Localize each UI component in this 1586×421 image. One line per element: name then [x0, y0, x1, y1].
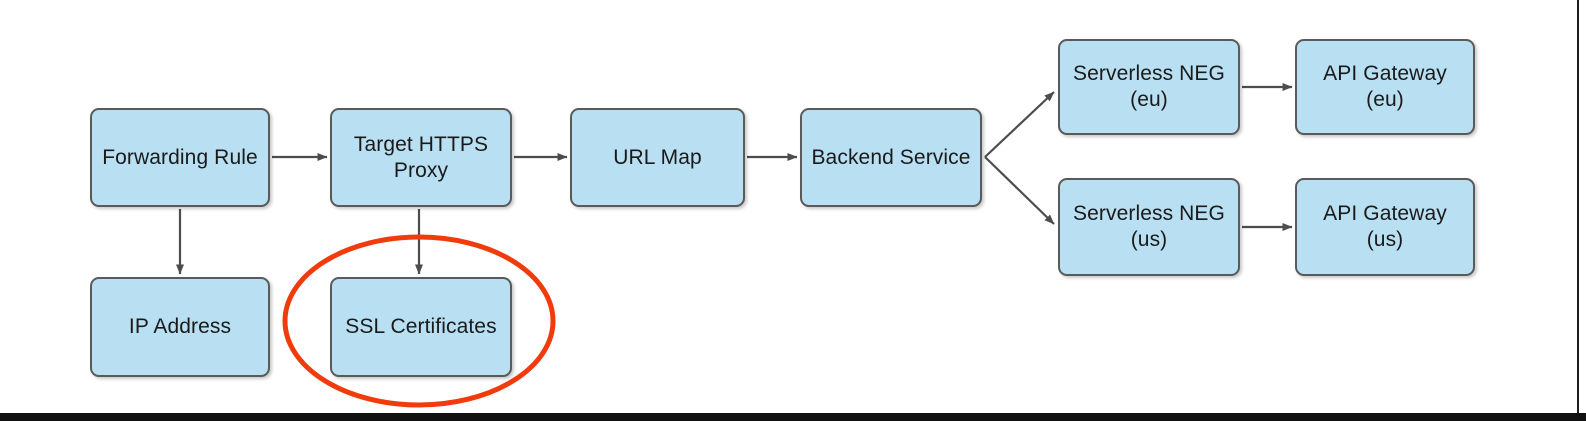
- node-api-gateway-eu[interactable]: API Gateway (eu): [1295, 39, 1475, 135]
- edge-backend-to-neg-eu: [984, 91, 1055, 158]
- node-backend-service[interactable]: Backend Service: [800, 108, 982, 207]
- node-url-map[interactable]: URL Map: [570, 108, 745, 207]
- node-serverless-neg-eu[interactable]: Serverless NEG (eu): [1058, 39, 1240, 135]
- node-label: API Gateway (us): [1323, 202, 1447, 251]
- node-target-https-proxy[interactable]: Target HTTPS Proxy: [330, 108, 512, 207]
- node-label: SSL Certificates: [345, 315, 497, 339]
- edge-backend-to-neg-us: [984, 156, 1055, 225]
- node-label: URL Map: [613, 145, 702, 169]
- node-forwarding-rule[interactable]: Forwarding Rule: [90, 108, 270, 207]
- node-label: Backend Service: [811, 145, 971, 169]
- node-ip-address[interactable]: IP Address: [90, 277, 270, 377]
- node-serverless-neg-us[interactable]: Serverless NEG (us): [1058, 178, 1240, 276]
- node-label: Serverless NEG (us): [1073, 202, 1225, 251]
- node-ssl-certificates[interactable]: SSL Certificates: [330, 277, 512, 377]
- node-label: Forwarding Rule: [102, 145, 258, 169]
- node-label: Serverless NEG (eu): [1073, 62, 1225, 111]
- node-label: API Gateway (eu): [1323, 62, 1447, 111]
- node-label: IP Address: [128, 315, 232, 339]
- node-api-gateway-us[interactable]: API Gateway (us): [1295, 178, 1475, 276]
- node-label: Target HTTPS Proxy: [353, 132, 489, 182]
- page-border-right: [1577, 0, 1579, 421]
- page-border-bottom: [0, 413, 1586, 421]
- ssl-certificates-highlight-ellipse: [282, 234, 556, 408]
